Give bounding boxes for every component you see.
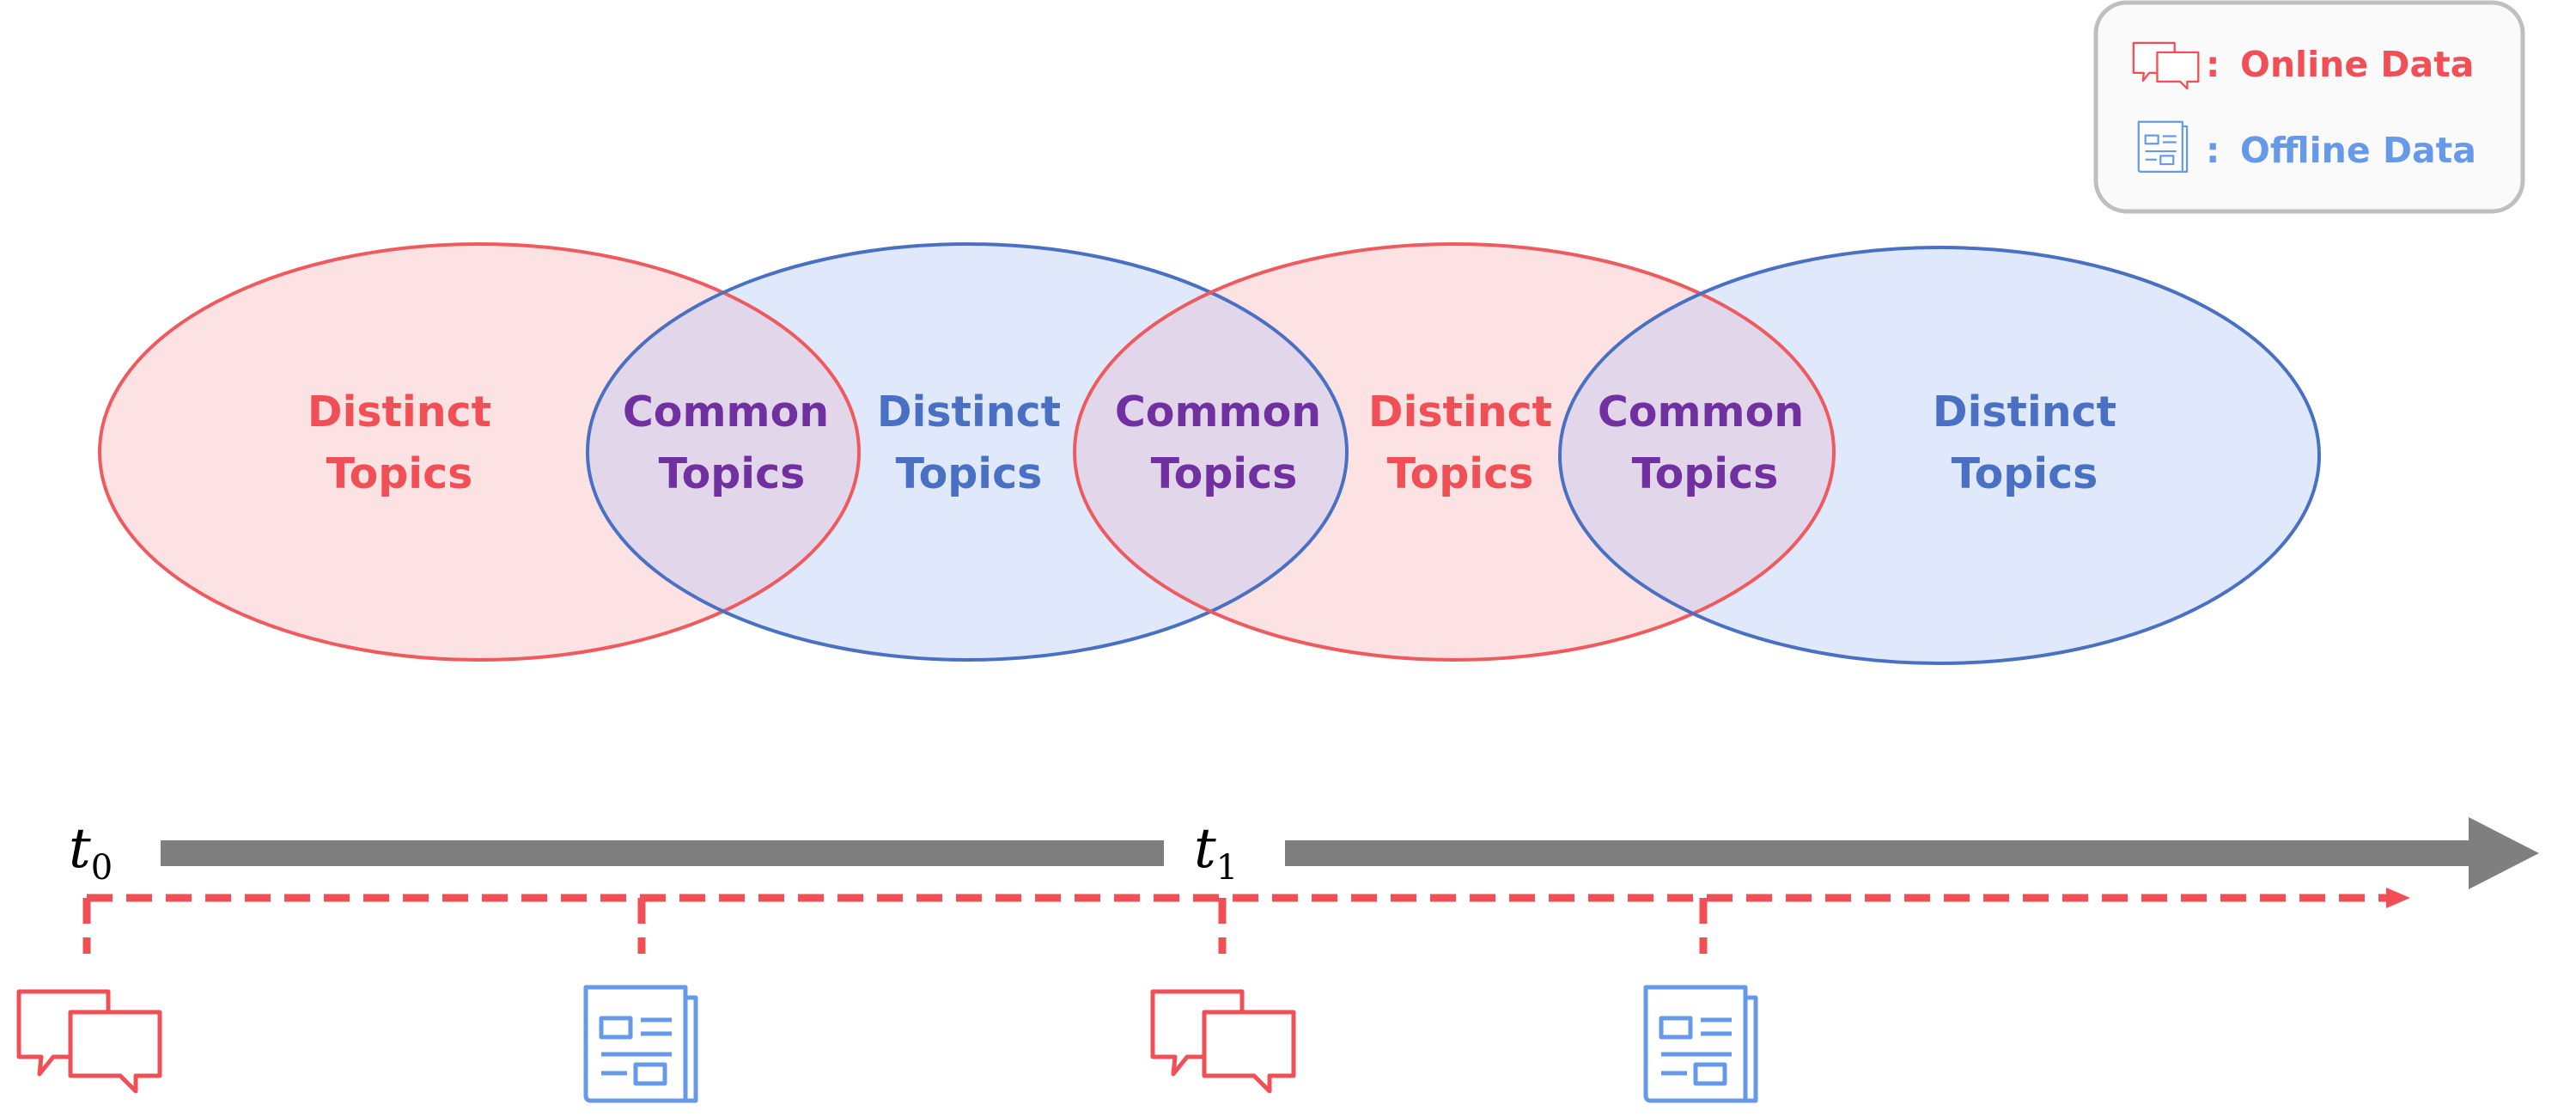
- time-axis-segment-1: [161, 840, 1164, 866]
- newspaper-icon: [2137, 120, 2189, 173]
- legend-offline-label: Offline Data: [2240, 130, 2476, 171]
- legend-box: [2093, 0, 2525, 214]
- region-label: Topics: [1952, 449, 2098, 498]
- newspaper-icon: [586, 987, 696, 1101]
- time-axis: t0 t1: [69, 817, 2539, 889]
- legend: : Online Data : Offline Data: [2093, 0, 2525, 214]
- event-icons: [19, 987, 1756, 1101]
- region-label: Distinct: [1368, 388, 1552, 436]
- newspaper-icon: [1646, 987, 1756, 1101]
- overlap-region-2: [1075, 244, 1347, 660]
- time-axis-arrowhead: [2469, 817, 2539, 889]
- region-label: Distinct: [877, 388, 1061, 436]
- region-label: Common: [1598, 388, 1804, 436]
- chat-bubbles-icon: [1153, 992, 1294, 1091]
- legend-online-sep: :: [2206, 44, 2220, 85]
- t0-label: t0: [69, 817, 113, 888]
- topic-labels: Distinct Topics Common Topics Distinct T…: [308, 388, 2116, 498]
- overlap-region-1: [588, 244, 859, 660]
- region-label: Distinct: [1933, 388, 2116, 436]
- legend-offline-sep: :: [2206, 130, 2220, 171]
- region-label: Topics: [896, 449, 1043, 498]
- data-event-timeline: [82, 888, 2410, 954]
- t1-label: t1: [1194, 817, 1238, 888]
- region-label: Common: [623, 388, 829, 436]
- region-label: Topics: [1151, 449, 1298, 498]
- region-label: Topics: [659, 449, 806, 498]
- dashed-timeline-arrowhead: [2386, 888, 2410, 908]
- region-label: Topics: [326, 449, 473, 498]
- region-label: Distinct: [308, 388, 491, 436]
- legend-online-label: Online Data: [2240, 44, 2474, 85]
- region-label: Topics: [1387, 449, 1534, 498]
- topic-ellipses: [98, 242, 2321, 665]
- region-label: Common: [1115, 388, 1321, 436]
- chat-bubbles-icon: [19, 992, 160, 1091]
- overlap-region-3: [1560, 247, 1834, 660]
- region-label: Topics: [1632, 449, 1779, 498]
- time-axis-segment-2: [1285, 840, 2488, 866]
